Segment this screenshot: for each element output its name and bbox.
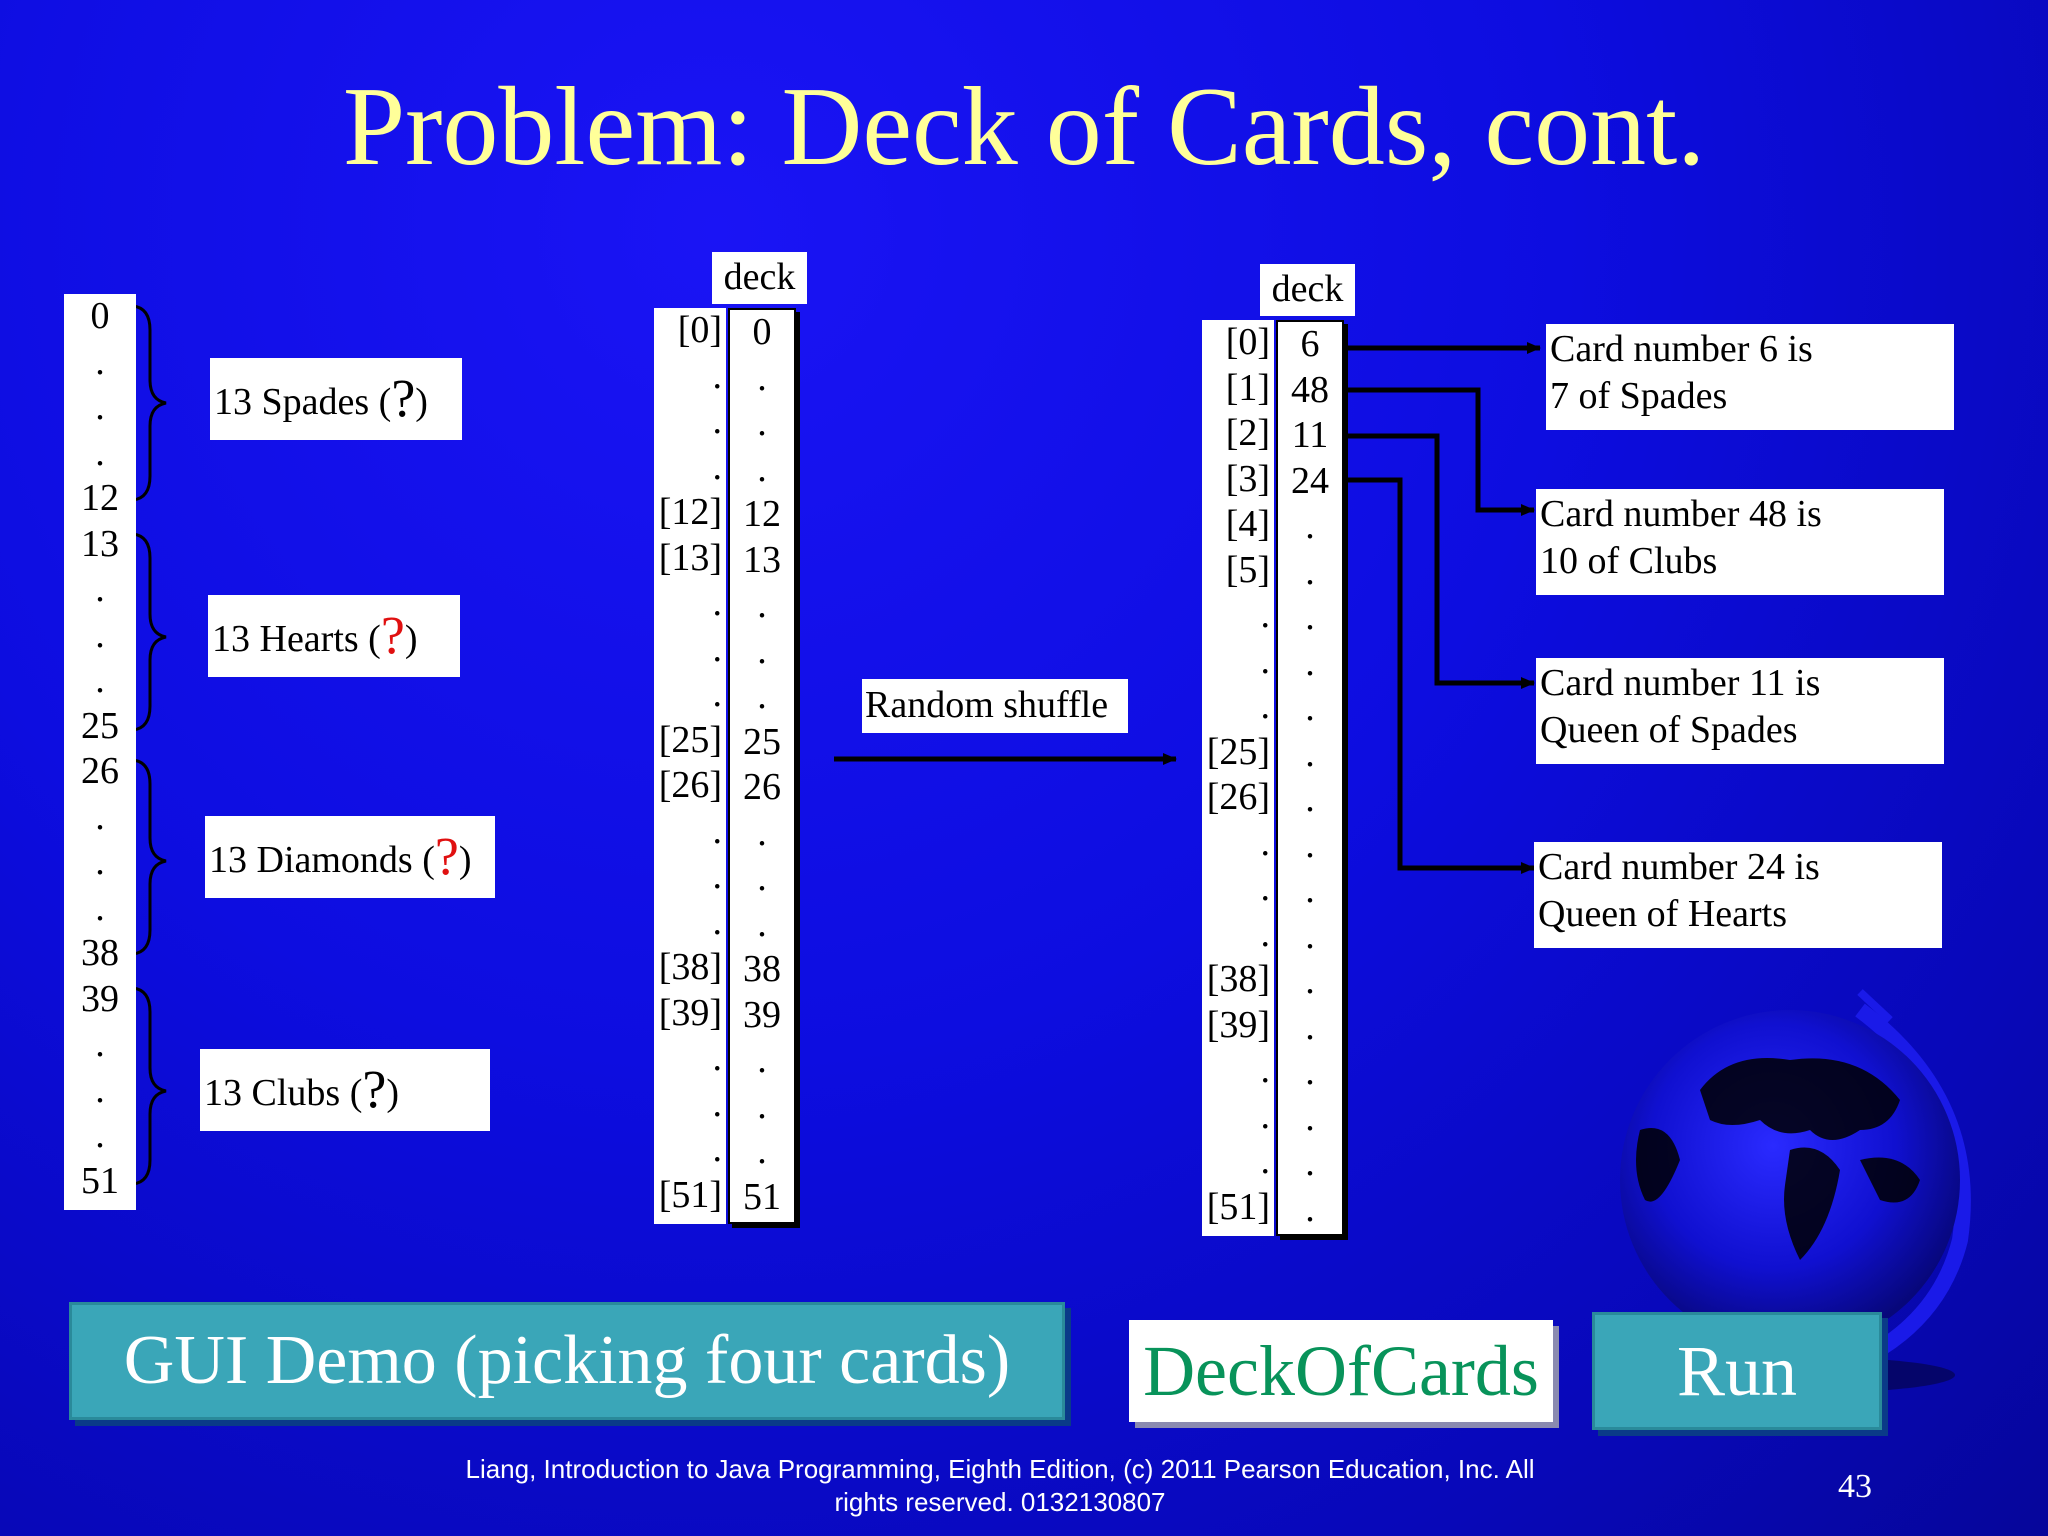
arrow-card-3 [1346, 477, 1535, 874]
arrow-card-2 [1346, 433, 1535, 689]
suit-label-spades: 13 Spades (?) [210, 358, 462, 440]
suit-index-column: 0 . . . 12 13 . . . 25 26 . . . 38 39 . … [64, 294, 136, 1210]
brace-spades [132, 304, 167, 502]
question-mark: ? [380, 605, 405, 665]
gui-demo-button[interactable]: GUI Demo (picking four cards) [69, 1302, 1065, 1420]
suit-label-hearts: 13 Hearts (?) [208, 595, 460, 677]
run-button[interactable]: Run [1592, 1312, 1882, 1430]
original-deck-values: 0 . . . 12 13 . . . 25 26 . . . 38 39 . … [728, 308, 796, 1224]
original-deck-label: deck [712, 252, 807, 304]
question-mark: ? [434, 826, 459, 886]
brace-diamonds [132, 758, 167, 956]
picked-card-2: Card number 11 is Queen of Spades [1536, 658, 1944, 764]
brace-clubs [132, 986, 167, 1186]
random-shuffle-label: Random shuffle [862, 679, 1128, 733]
picked-card-0: Card number 6 is 7 of Spades [1546, 324, 1954, 430]
original-deck-indices: [0] . . . [12] [13] . . . [25] [26] . . … [654, 308, 726, 1224]
shuffled-deck-values: 6 48 11 24 . . . . . . . . . . . . . . .… [1276, 320, 1344, 1236]
picked-card-1: Card number 48 is 10 of Clubs [1536, 489, 1944, 595]
suit-label-diamonds: 13 Diamonds (?) [205, 816, 495, 898]
question-mark: ? [391, 368, 416, 428]
picked-card-3: Card number 24 is Queen of Hearts [1534, 842, 1942, 948]
arrow-card-1 [1346, 387, 1535, 516]
deckofcards-link-button[interactable]: DeckOfCards [1129, 1320, 1553, 1422]
shuffled-deck-label: deck [1260, 264, 1355, 316]
page-number: 43 [1838, 1468, 1872, 1505]
shuffled-deck-indices: [0] [1] [2] [3] [4] [5] . . . [25] [26] … [1202, 320, 1274, 1236]
slide-title: Problem: Deck of Cards, cont. [342, 65, 1706, 189]
footer-copyright: Liang, Introduction to Java Programming,… [465, 1454, 1535, 1517]
brace-hearts [132, 532, 167, 732]
suit-label-clubs: 13 Clubs (?) [200, 1049, 490, 1131]
question-mark: ? [362, 1059, 387, 1119]
